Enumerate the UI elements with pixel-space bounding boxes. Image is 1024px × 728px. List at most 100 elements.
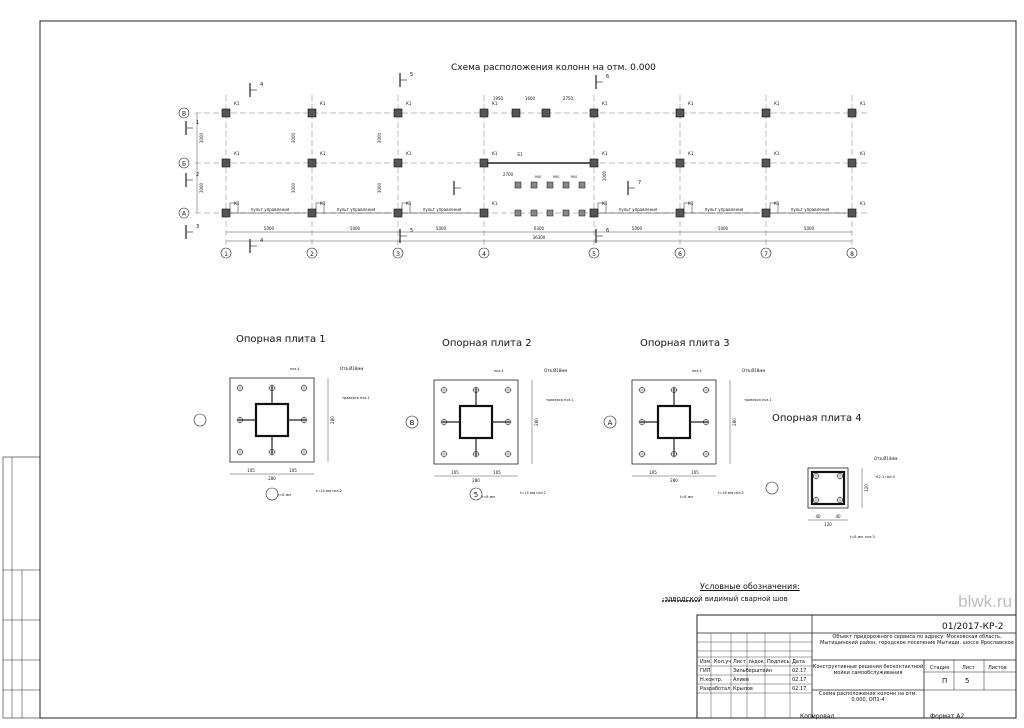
column-mark: К1 bbox=[234, 151, 240, 156]
hdr-izm: Изм. bbox=[700, 659, 712, 665]
axis-bubble-5 bbox=[588, 247, 600, 259]
plate-outline bbox=[807, 467, 849, 509]
column bbox=[847, 108, 857, 118]
stage-value: П bbox=[942, 677, 948, 685]
column bbox=[479, 208, 489, 218]
plate-column-tube bbox=[810, 470, 846, 506]
plate-thickness-note: t=14 мм поз.2 bbox=[316, 489, 342, 493]
column bbox=[847, 158, 857, 168]
column-k2-top bbox=[541, 108, 551, 118]
plate-dim-sub: 105 bbox=[289, 468, 297, 473]
plate-axis-label: В bbox=[410, 419, 415, 427]
plate-dim-width: 120 bbox=[824, 522, 832, 527]
column-mark: К1 bbox=[602, 201, 608, 206]
row-1-role: ГИП bbox=[700, 668, 711, 674]
plan-title: Схема расположения колонн на отм. 0.000 bbox=[451, 63, 656, 73]
column bbox=[307, 158, 317, 168]
watermark: blwk.ru bbox=[958, 592, 1012, 611]
column-mark: К1 bbox=[406, 101, 412, 106]
column bbox=[761, 208, 771, 218]
column-k2 bbox=[562, 209, 570, 217]
plate-pos: поз.4 bbox=[692, 369, 702, 373]
dim-span: 5000 bbox=[718, 226, 729, 231]
column-mark: К1 bbox=[774, 201, 780, 206]
dim-2700: 2700 bbox=[503, 172, 514, 177]
column-mark: К1 bbox=[406, 151, 412, 156]
dim-1000: 1000 bbox=[602, 170, 607, 181]
column-k2 bbox=[530, 209, 538, 217]
column bbox=[761, 158, 771, 168]
row-3-date: 02.17 bbox=[792, 686, 807, 692]
column-k2-top bbox=[511, 108, 521, 118]
column-mark: К1 bbox=[688, 201, 694, 206]
column-k2 bbox=[578, 209, 586, 217]
plate-weld-note: t=8 мм bbox=[482, 495, 495, 499]
dim-span: 5000 bbox=[350, 226, 361, 231]
column bbox=[221, 158, 231, 168]
dim-total: 36300 bbox=[533, 235, 546, 240]
column-mark: К1 bbox=[602, 101, 608, 106]
section-number: 4 bbox=[260, 238, 263, 244]
column-mark: К1 bbox=[774, 101, 780, 106]
column-k2 bbox=[514, 209, 522, 217]
section-number: 1 bbox=[196, 120, 199, 126]
column-mark: К1 bbox=[320, 201, 326, 206]
axis-bubble-1 bbox=[220, 247, 232, 259]
axis-bubble-2 bbox=[306, 247, 318, 259]
column-mark: К1 bbox=[860, 101, 866, 106]
plate-1-axis-bubble-bottom bbox=[265, 487, 279, 501]
axis-bubble-8 bbox=[846, 247, 858, 259]
column-mark: К1 bbox=[602, 151, 608, 156]
control-label: пульт управления bbox=[705, 207, 744, 212]
plate-dim-sub: 105 bbox=[247, 468, 255, 473]
section-number: 4 bbox=[260, 82, 263, 88]
column-k2 bbox=[546, 181, 554, 189]
plate-dim-height: 280 bbox=[732, 418, 737, 426]
plate-dim-height: 120 bbox=[864, 484, 869, 492]
plate-traverse-note: траверса поз.1 bbox=[546, 398, 574, 402]
column bbox=[393, 158, 403, 168]
plate-4-title: Опорная плита 4 bbox=[772, 413, 862, 424]
axis-number-6: 6 bbox=[678, 251, 682, 258]
column-mark: К1 bbox=[406, 201, 412, 206]
row-2-role: Н.контр. bbox=[700, 677, 723, 683]
control-panel bbox=[769, 202, 779, 214]
axis-number-8: 8 bbox=[850, 251, 854, 258]
column-k2 bbox=[546, 209, 554, 217]
plate-axis-bubble-2 bbox=[469, 487, 483, 501]
control-label: пульт управления bbox=[251, 207, 290, 212]
section-number: 6 bbox=[606, 228, 609, 234]
dim-900: 900 bbox=[535, 175, 542, 179]
axis-bubble-В bbox=[178, 107, 190, 119]
section-number: 5 bbox=[410, 228, 413, 234]
control-label: пульт управления bbox=[423, 207, 462, 212]
column bbox=[675, 108, 685, 118]
plate-1-axis-bubble bbox=[193, 413, 207, 427]
object-description: Объект придорожного сервиса по адресу: М… bbox=[820, 634, 1014, 646]
column bbox=[307, 108, 317, 118]
section-number: 5 bbox=[410, 72, 413, 78]
column-k2 bbox=[578, 181, 586, 189]
sheets-header: Листов bbox=[988, 665, 1007, 671]
section-number: 2 bbox=[196, 172, 199, 178]
column bbox=[675, 208, 685, 218]
hdr-ndoc: №док bbox=[749, 659, 764, 665]
axis-bubble-4 bbox=[478, 247, 490, 259]
plate-dim-width: 280 bbox=[268, 476, 276, 481]
column-mark: К1 bbox=[492, 201, 498, 206]
plate-4-axis-bubble bbox=[765, 481, 779, 495]
column bbox=[479, 108, 489, 118]
dim-row: 3000 bbox=[291, 132, 296, 143]
plate-dim-height: 280 bbox=[330, 416, 335, 424]
plate-column-tube bbox=[254, 402, 290, 438]
plate-thickness-note: t=8 мм. поз.3 bbox=[850, 535, 875, 539]
column bbox=[675, 158, 685, 168]
control-panel bbox=[401, 202, 411, 214]
plate-outline bbox=[229, 377, 315, 463]
plate-dim-sub: 105 bbox=[493, 470, 501, 475]
column-k2 bbox=[562, 181, 570, 189]
document-code: 01/2017-КР-2 bbox=[942, 622, 1004, 632]
